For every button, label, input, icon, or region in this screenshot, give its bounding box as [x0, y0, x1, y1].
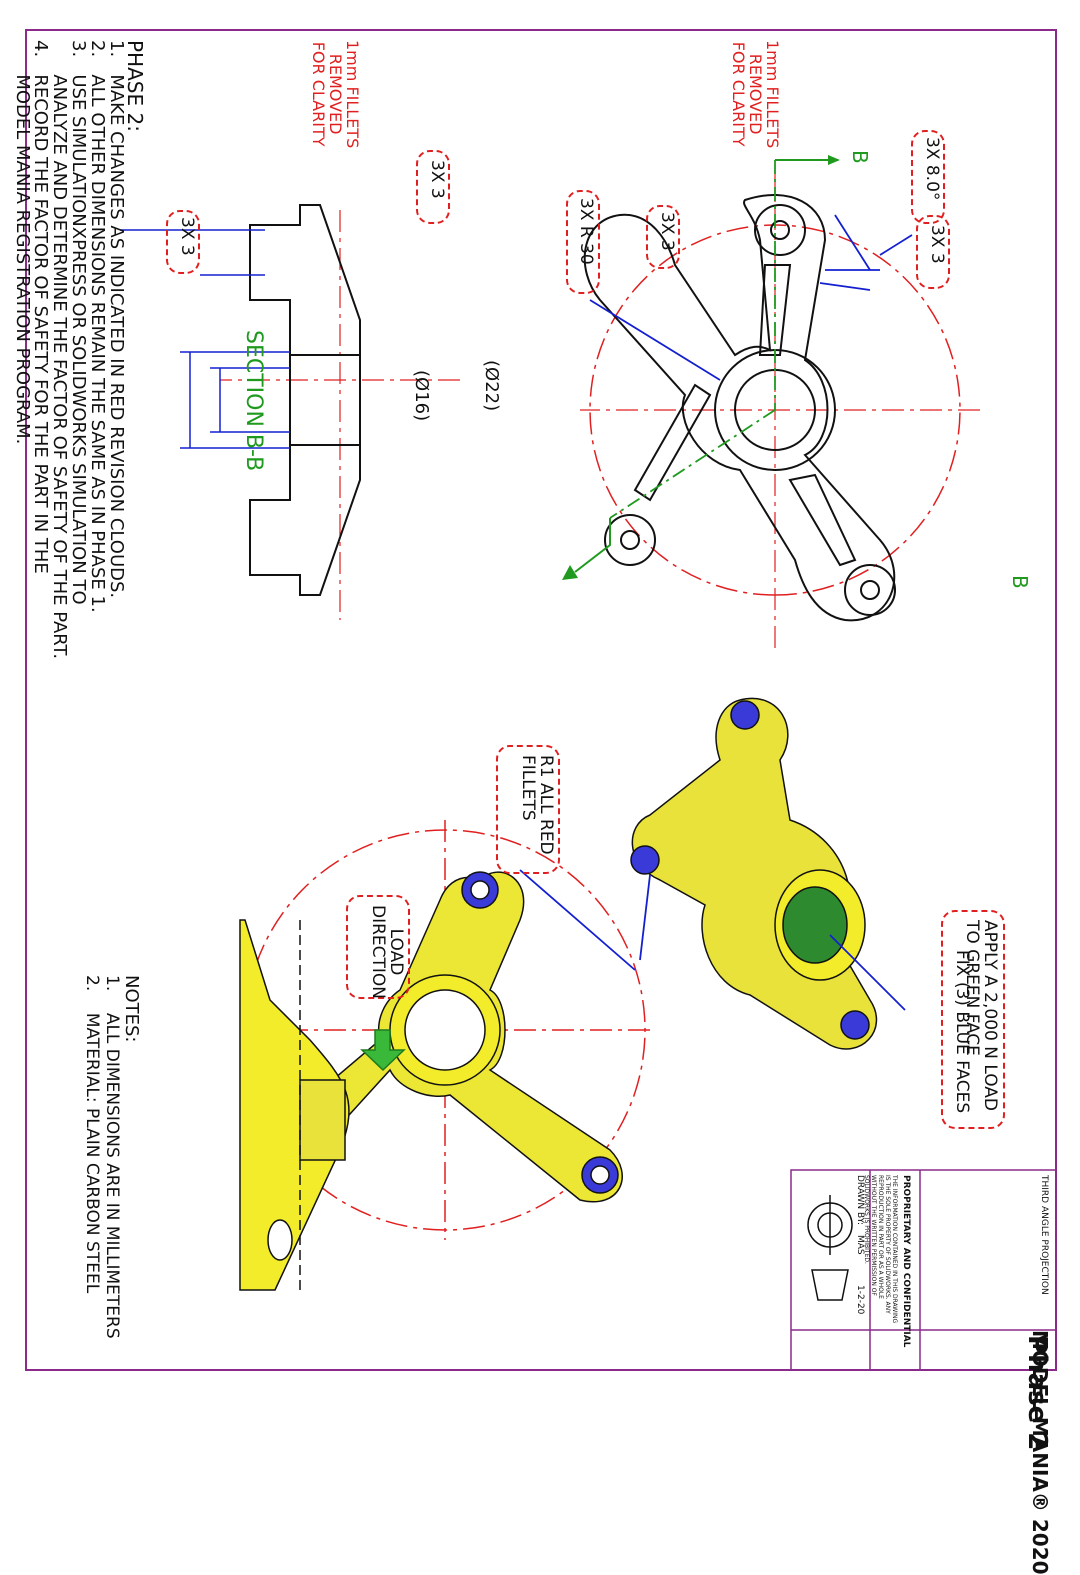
proprietary-text: THE INFORMATION CONTAINED IN THIS DRAWIN…	[863, 1175, 898, 1324]
wall-dim-left: 3X 3	[657, 212, 677, 251]
top-fillet-note: 1mm FILLETS REMOVED FOR CLARITY	[729, 40, 782, 149]
dia-outer: (Ø22)	[481, 360, 502, 412]
sheet-border	[25, 29, 1057, 1371]
phase2-item: 1. MAKE CHANGES AS INDICATED IN RED REVI…	[106, 40, 127, 599]
angle-dim: 3X 8.0°	[922, 137, 942, 201]
section-dim-bottom: 3X 3	[177, 217, 197, 256]
iso-body	[631, 697, 878, 1050]
phase2-item: 3. USE SIMULATIONXPRESS OR SOLIDWORKS SI…	[68, 40, 90, 605]
subtitle: Phase 2	[1022, 1335, 1052, 1451]
dia-inner: (Ø16)	[411, 370, 432, 422]
phase2-list: 1. MAKE CHANGES AS INDICATED IN RED REVI…	[11, 40, 127, 680]
notes-item: 2. MATERIAL: PLAIN CARBON STEEL	[82, 975, 102, 1294]
top-boss-2	[844, 564, 896, 616]
section-left	[249, 204, 361, 356]
front-fillet-note: R1 ALL RED FILLETS	[518, 755, 556, 855]
drawing-graphics	[25, 29, 1057, 1371]
phase2-heading: PHASE 2:	[123, 40, 147, 132]
proprietary-heading: PROPRIETARY AND CONFIDENTIAL	[901, 1175, 911, 1348]
radius-dim: 3X R 30	[576, 198, 596, 265]
blue-face-1	[730, 700, 760, 730]
wall-dim-right: 3X 3	[927, 225, 947, 264]
fix-note: FIX (3) BLUE FACES	[952, 950, 972, 1114]
top-view	[562, 155, 980, 650]
load-arrow	[360, 1029, 406, 1072]
notes-heading: NOTES:	[121, 975, 142, 1043]
section-title: SECTION B-B	[241, 330, 266, 472]
section-fillet-note: 1mm FILLETS REMOVED FOR CLARITY	[309, 40, 362, 149]
top-boss-1	[754, 204, 806, 256]
drawing-rotated-frame: PHASE 2: 1. MAKE CHANGES AS INDICATED IN…	[11, 29, 1057, 1575]
phase2-item: MODEL MANIA REGISTRATION PROGRAM.	[11, 40, 33, 445]
section-view	[120, 204, 460, 620]
tri-spider-outline	[583, 194, 896, 622]
drawing-sheet: PHASE 2: 1. MAKE CHANGES AS INDICATED IN…	[11, 29, 1057, 1575]
title-block	[790, 1169, 1057, 1371]
section-right	[249, 444, 361, 596]
section-dim-top: 3X 3	[427, 160, 447, 199]
drawn-by-label: DRAWN BY:	[855, 1175, 865, 1225]
iso-view	[630, 697, 906, 1050]
phase2-item: ANALYZE AND DETERMINE THE FACTOR OF SAFE…	[49, 40, 71, 660]
section-label-b-bottom: B	[1008, 575, 1032, 589]
blue-face-3	[630, 845, 660, 875]
blue-face-2	[840, 1010, 870, 1040]
drawn-date: 1-2-20	[855, 1285, 865, 1315]
load-direction: LOAD DIRECTION	[368, 905, 406, 1000]
phase2-item: 4. RECORD THE FACTOR OF SAFETY FOR THE P…	[30, 40, 52, 574]
phase2-item: 2. ALL OTHER DIMENSIONS REMAIN THE SAME …	[87, 40, 109, 613]
side-view	[239, 919, 406, 1291]
section-label-b-top: B	[848, 150, 872, 164]
top-boss-3	[604, 514, 656, 566]
projection-label: THIRD ANGLE PROJECTION	[1039, 1175, 1049, 1295]
notes-item: 1. ALL DIMENSIONS ARE IN MILLIMETERS	[102, 975, 122, 1339]
drawn-by: MAS	[855, 1235, 865, 1255]
